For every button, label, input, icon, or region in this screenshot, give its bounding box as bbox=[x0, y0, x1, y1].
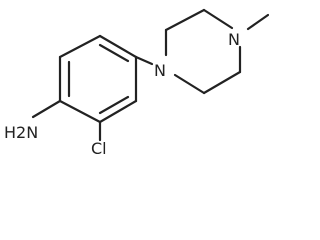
ring-bond-top bbox=[58, 34, 102, 59]
chlorine-label: Cl bbox=[91, 139, 107, 156]
piperazine-bond-top-right bbox=[202, 8, 234, 30]
ring-bond-top-right bbox=[98, 34, 138, 59]
chemical-structure-diagram: H2N Cl N N bbox=[4, 8, 269, 156]
ring-bond-bottom-right bbox=[98, 99, 138, 124]
piperazine-bond-bottom-right bbox=[202, 70, 242, 95]
piperazine-nitrogen-methyl-label: N bbox=[228, 30, 240, 49]
benzene-ring bbox=[58, 34, 138, 124]
bond-ring-to-amine bbox=[31, 99, 62, 119]
piperazine-bond-top bbox=[164, 8, 206, 32]
amine-label: H2N bbox=[4, 123, 38, 142]
bond-n-to-methyl bbox=[246, 13, 269, 31]
ring-double-bond-upper-right bbox=[98, 43, 130, 63]
piperazine-bond-bottom-left bbox=[173, 73, 206, 95]
piperazine-nitrogen-aryl-label: N bbox=[154, 61, 166, 80]
ring-double-bond-lower-right bbox=[98, 95, 130, 115]
piperazine-ring bbox=[164, 8, 242, 95]
ring-bond-bottom-left bbox=[58, 99, 102, 124]
bond-ring-to-piperazine bbox=[134, 55, 154, 66]
